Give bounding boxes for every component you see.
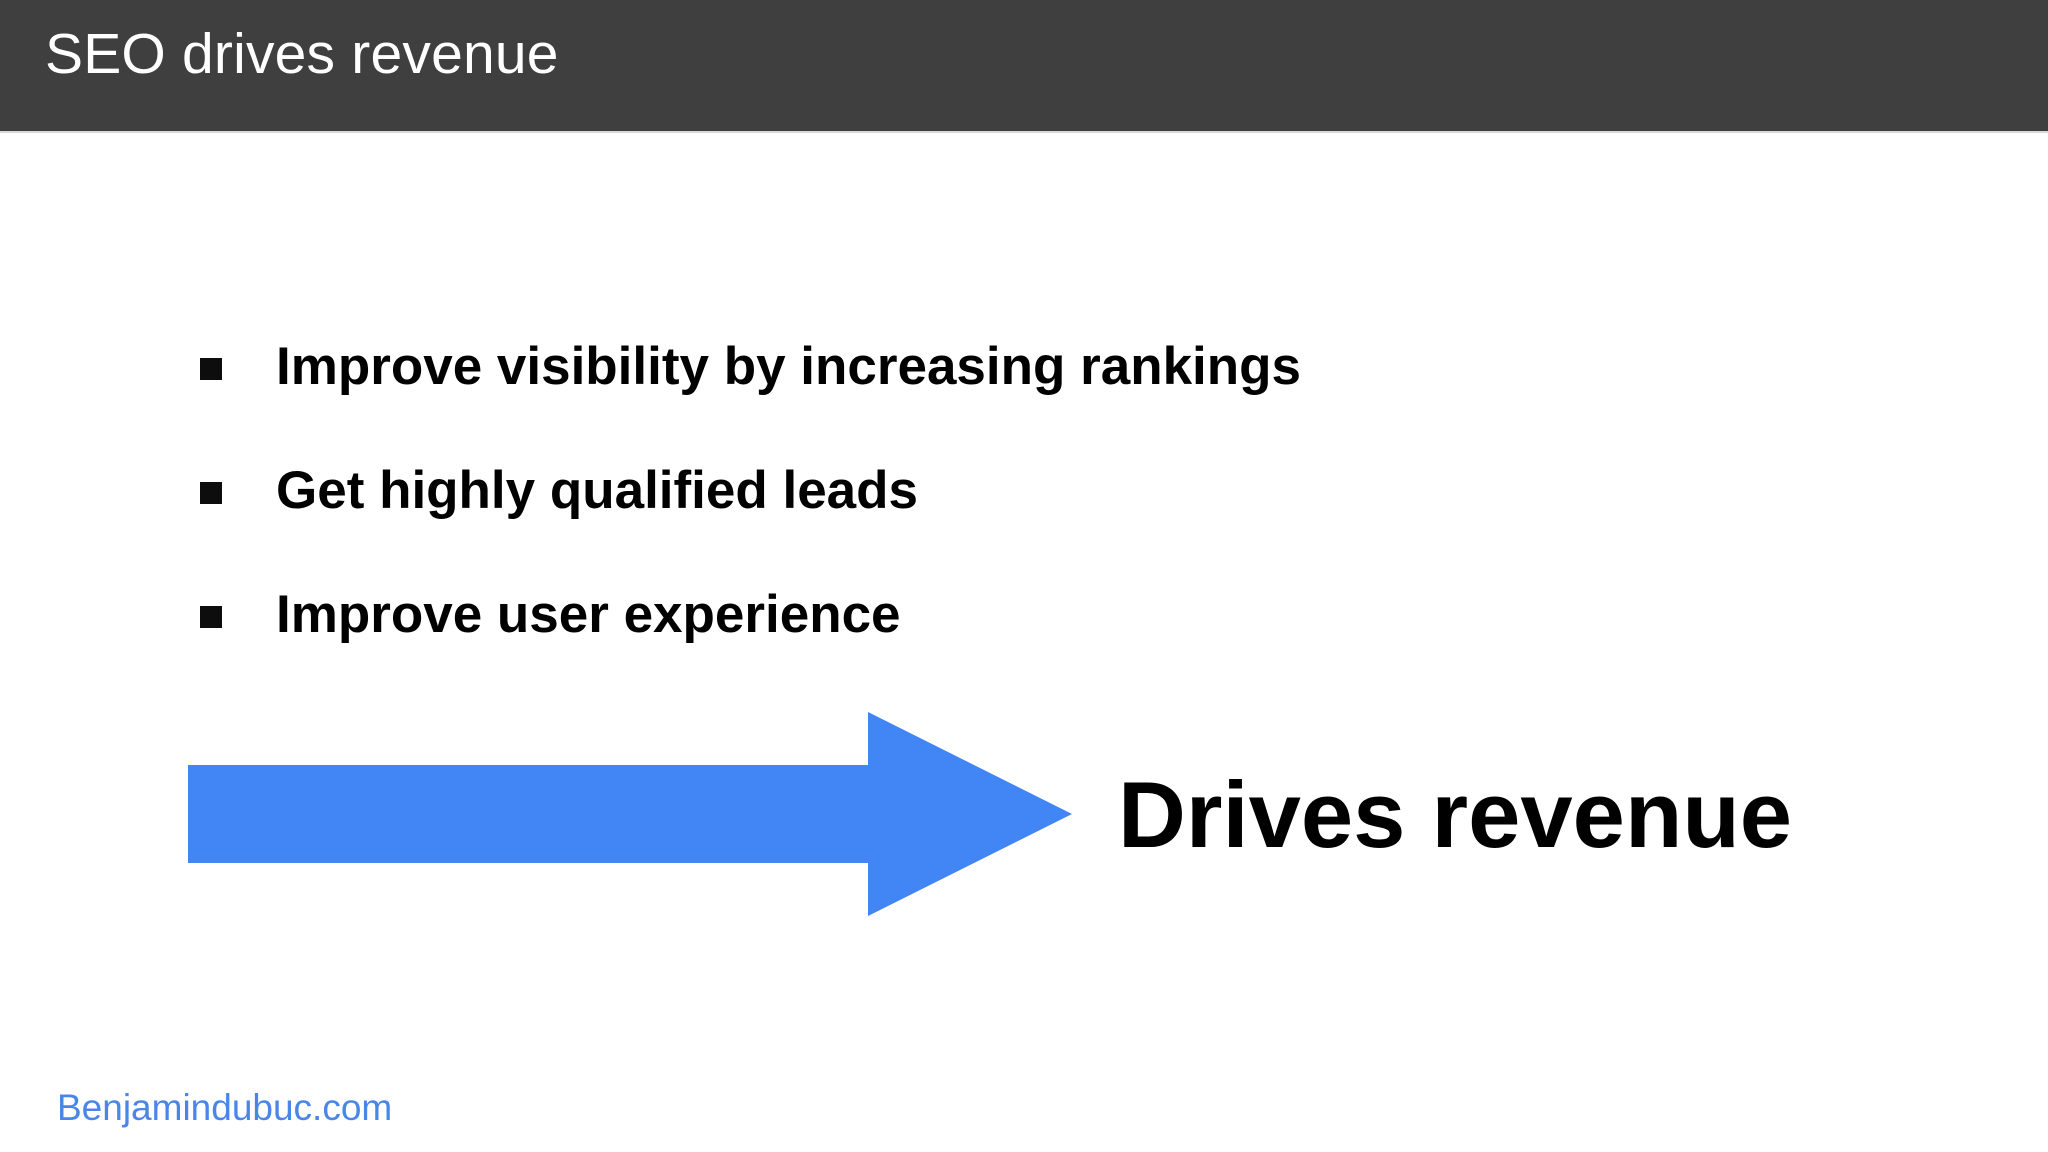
right-block-arrow-icon [188,712,1072,916]
arrow-shape [188,712,1072,916]
footer-website-link[interactable]: Benjamindubuc.com [57,1087,393,1128]
list-item: Get highly qualified leads [200,462,1800,586]
bullet-item-label: Improve user experience [276,585,901,644]
title-bar-divider [0,131,2048,133]
square-bullet-icon [200,606,222,628]
list-item: Improve user experience [200,586,1800,710]
square-bullet-icon [200,358,222,380]
square-bullet-icon [200,482,222,504]
callout-text: Drives revenue [1118,762,1793,867]
slide-title-bar [0,0,2048,131]
bullet-item-label: Get highly qualified leads [276,461,919,520]
bullet-item-label: Improve visibility by increasing ranking… [276,337,1302,396]
bullet-list: Improve visibility by increasing ranking… [200,338,1800,710]
list-item: Improve visibility by increasing ranking… [200,338,1800,462]
page-title: SEO drives revenue [45,22,559,86]
